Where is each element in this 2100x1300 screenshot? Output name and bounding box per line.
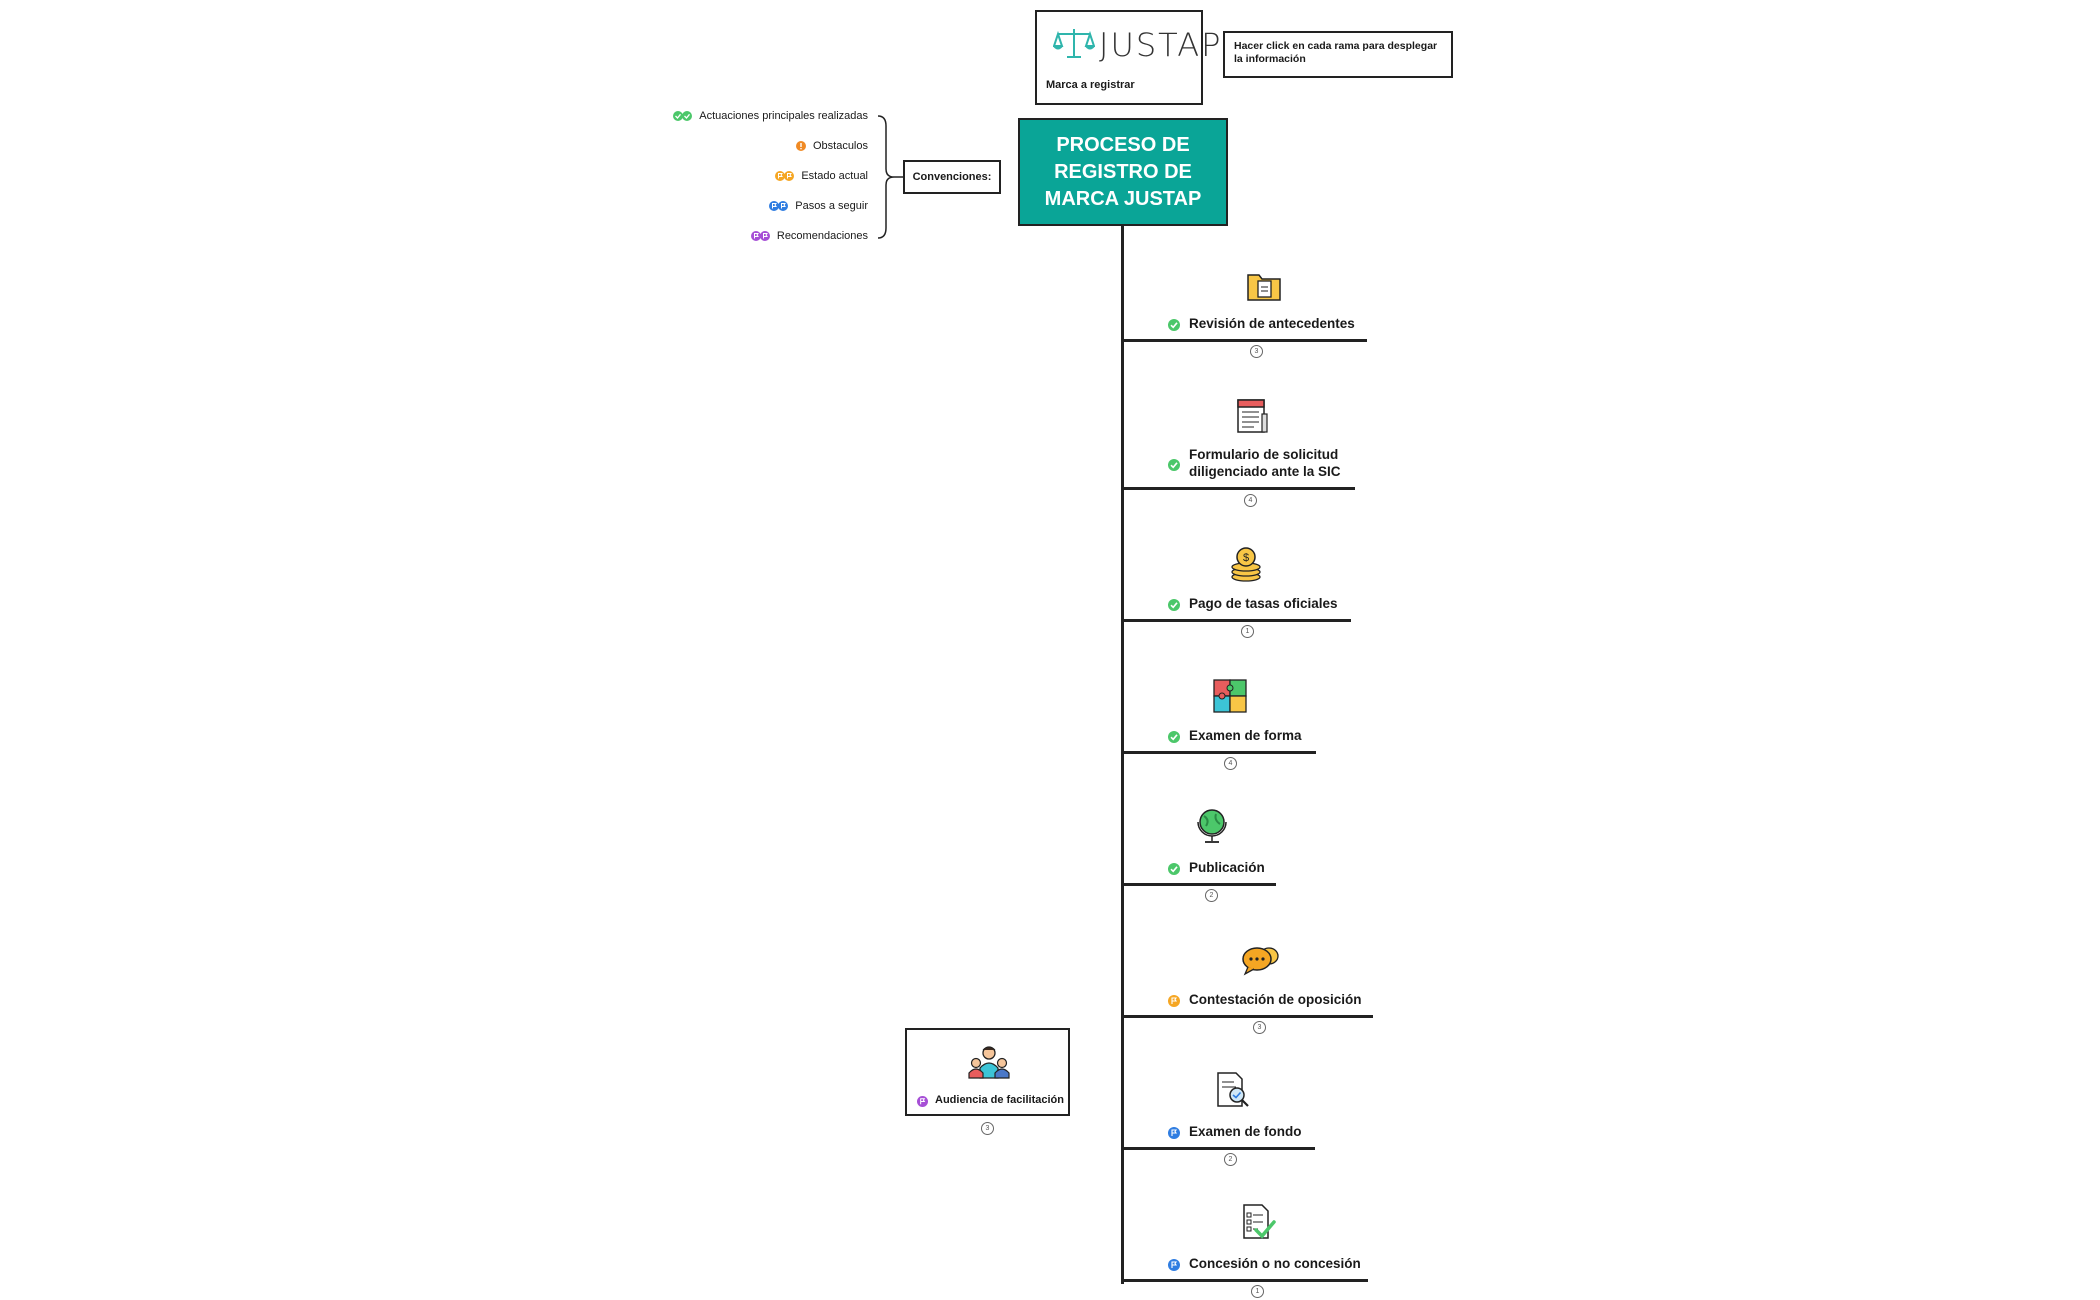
warning-icon: [795, 141, 806, 151]
branch-line: [1121, 1015, 1373, 1018]
check-icon: [1168, 459, 1180, 471]
flag-icon: [1168, 1127, 1180, 1139]
check-icon: [1168, 863, 1180, 875]
branch-label[interactable]: Contestación de oposición: [1189, 992, 1362, 1007]
flag-icon: [1168, 1259, 1180, 1271]
branch-label[interactable]: Formulario de solicitud diligenciado ant…: [1189, 447, 1341, 479]
child-count-badge[interactable]: 2: [1205, 889, 1218, 902]
chat-bubbles-icon: [1242, 947, 1279, 976]
flag-pair-icon: [769, 201, 789, 211]
status-dot: [1168, 458, 1180, 471]
branch-label[interactable]: Pago de tasas oficiales: [1189, 596, 1338, 611]
branch-label[interactable]: Concesión o no concesión: [1189, 1256, 1361, 1271]
root-topic[interactable]: PROCESO DE REGISTRO DE MARCA JUSTAP: [1018, 118, 1228, 226]
instruction-note: Hacer click en cada rama para desplegar …: [1223, 31, 1453, 78]
brand-logo-text: JUSTAP: [1099, 26, 1223, 64]
status-dot: [1168, 862, 1180, 875]
child-count-badge[interactable]: 3: [981, 1122, 994, 1135]
child-count-badge[interactable]: 1: [1251, 1285, 1264, 1298]
status-dot: [1168, 318, 1180, 331]
brand-caption: Marca a registrar: [1046, 79, 1135, 91]
branch-label[interactable]: Revisión de antecedentes: [1189, 316, 1355, 331]
status-dot: [1168, 1126, 1180, 1139]
status-dot: [1168, 994, 1180, 1007]
checklist-icon: [1243, 1204, 1276, 1239]
legend-item-obstaculos: Obstaculos: [795, 140, 868, 152]
flag-icon: [1168, 995, 1180, 1007]
branch-line: [1121, 1279, 1368, 1282]
child-count-badge[interactable]: 4: [1224, 757, 1237, 770]
conventions-node[interactable]: Convenciones:: [903, 160, 1001, 194]
conventions-bracket: [877, 115, 903, 239]
floating-topic-label: Audiencia de facilitación: [935, 1094, 1064, 1106]
brand-logo-card[interactable]: JUSTAP Marca a registrar: [1035, 10, 1220, 105]
branch-label[interactable]: Examen de forma: [1189, 728, 1302, 743]
folder-document-icon: [1247, 274, 1281, 301]
double-check-icon: [673, 111, 693, 121]
branch-line: [1121, 487, 1355, 490]
branch-line: [1121, 883, 1276, 886]
people-group-icon: [968, 1046, 1010, 1079]
check-icon: [1168, 731, 1180, 743]
document-search-icon: [1217, 1072, 1249, 1107]
flag-pair-icon: [750, 231, 770, 241]
legend-item-actuaciones: Actuaciones principales realizadas: [673, 110, 868, 122]
main-connector: [1121, 226, 1124, 1284]
puzzle-icon: [1213, 679, 1247, 713]
status-dot: [1168, 598, 1180, 611]
child-count-badge[interactable]: 3: [1250, 345, 1263, 358]
child-count-badge[interactable]: 3: [1253, 1021, 1266, 1034]
branch-line: [1121, 339, 1367, 342]
child-count-badge[interactable]: 4: [1244, 494, 1257, 507]
branch-line: [1121, 619, 1351, 622]
branch-line: [1121, 1147, 1315, 1150]
branch-label[interactable]: Examen de fondo: [1189, 1124, 1302, 1139]
status-dot: [1168, 1258, 1180, 1271]
legend-item-pasos: Pasos a seguir: [769, 200, 868, 212]
svg-text:$: $: [1243, 552, 1249, 564]
flag-icon: [917, 1096, 928, 1107]
branch-line: [1121, 751, 1316, 754]
check-icon: [1168, 599, 1180, 611]
coins-icon: $: [1231, 547, 1261, 582]
globe-icon: [1197, 809, 1227, 843]
legend-item-estado-actual: Estado actual: [775, 170, 868, 182]
child-count-badge[interactable]: 1: [1241, 625, 1254, 638]
floating-topic-audiencia[interactable]: Audiencia de facilitación: [905, 1028, 1070, 1116]
child-count-badge[interactable]: 2: [1224, 1153, 1237, 1166]
check-icon: [1168, 319, 1180, 331]
branch-label[interactable]: Publicación: [1189, 860, 1265, 875]
legend-item-recomendaciones: Recomendaciones: [750, 230, 868, 242]
scales-of-justice-icon: [1053, 29, 1095, 58]
form-notepad-icon: [1237, 399, 1268, 433]
status-dot: [1168, 730, 1180, 743]
flag-pair-icon: [775, 171, 795, 181]
